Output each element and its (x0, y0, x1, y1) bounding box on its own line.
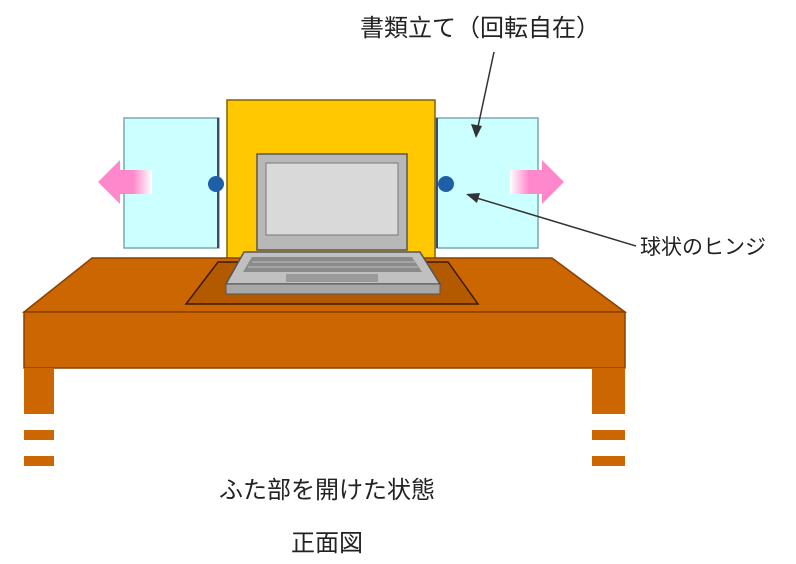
desk-leg-left (24, 368, 54, 414)
caption-state: ふた部を開けた状態 (219, 476, 435, 504)
desk-apron (23, 311, 626, 369)
stand-leader-line (475, 51, 495, 137)
desk-leg-right-dash-2 (592, 456, 625, 466)
arrow-right-icon (510, 160, 564, 204)
right-hinge-icon (438, 176, 454, 192)
stand-label: 書類立て（回転自在） (360, 14, 600, 42)
laptop-front-edge (225, 283, 441, 295)
arrow-left-icon (98, 160, 152, 204)
hinge-leader-arrowhead (466, 193, 480, 203)
hinge-label: 球状のヒンジ (640, 235, 766, 259)
stand-leader-arrowhead (471, 124, 482, 138)
desk-leg-left-dash-2 (24, 456, 54, 466)
desk-leg-right (592, 368, 625, 414)
laptop-keys (243, 257, 422, 272)
desk-leg-right-dash-1 (592, 430, 625, 440)
left-hinge-icon (208, 176, 224, 192)
laptop-screen (265, 162, 399, 236)
hinge-leader-line (469, 195, 637, 247)
caption-view: 正面図 (291, 529, 363, 557)
desk-leg-left-dash-1 (24, 430, 54, 440)
laptop-touchpad (286, 274, 378, 282)
